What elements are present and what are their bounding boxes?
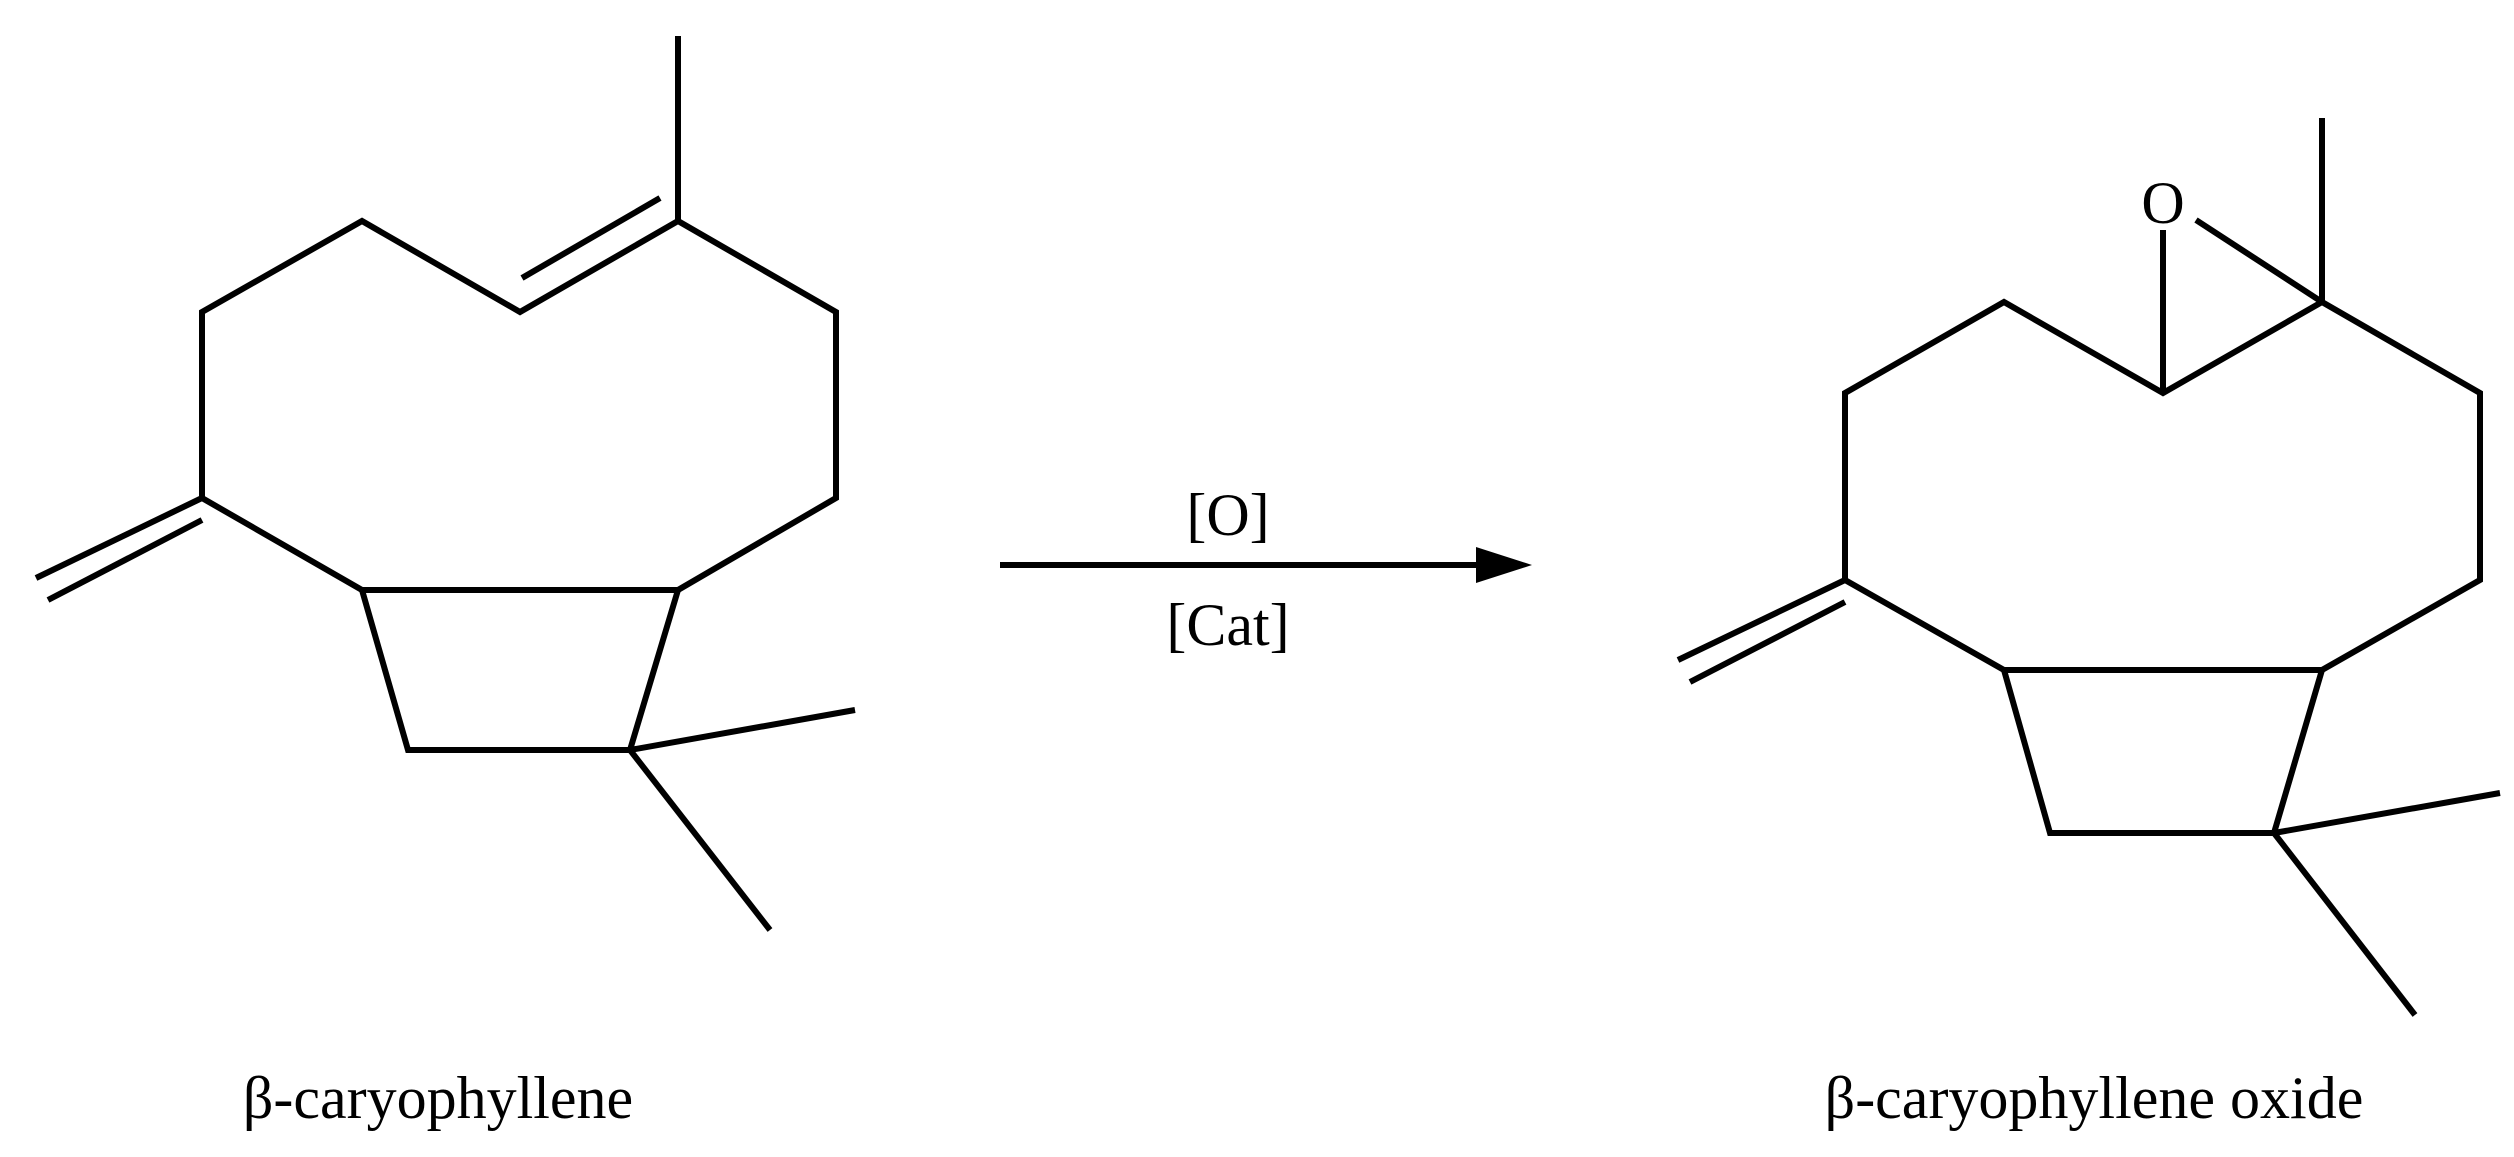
product-gem-methyl-down — [2271, 831, 2418, 1017]
reactant-exo-methylene-inner — [46, 517, 204, 603]
product-structure — [1676, 118, 2501, 1017]
reactant-gem-methyl-down — [627, 748, 773, 932]
reaction-arrow — [1000, 547, 1532, 583]
reactant-exo-methylene-outer — [34, 495, 204, 581]
product-gem-methyl-right — [2273, 790, 2501, 836]
product-name: β-caryophyllene oxide — [1825, 1065, 2364, 1131]
reactant-structure — [34, 36, 856, 932]
product-cyclobutane-bonds — [2001, 667, 2327, 836]
reactant-ring-double-bond-inner — [520, 195, 662, 281]
reactant-gem-methyl-right — [629, 707, 856, 753]
epoxide-oxygen-label: O — [2141, 170, 2184, 236]
arrow-head — [1476, 547, 1532, 583]
reagent-above-arrow: [O] — [1186, 482, 1269, 548]
reactant-cyclobutane-bonds — [359, 587, 683, 753]
reactant-ring-bonds — [199, 217, 839, 593]
product-exo-methylene-inner — [1688, 599, 1847, 685]
product-epoxide-bond-right — [2194, 217, 2324, 305]
catalyst-below-arrow: [Cat] — [1166, 592, 1289, 658]
reactant-name: β-caryophyllene — [243, 1065, 633, 1131]
product-exo-methylene-outer — [1676, 577, 1847, 663]
